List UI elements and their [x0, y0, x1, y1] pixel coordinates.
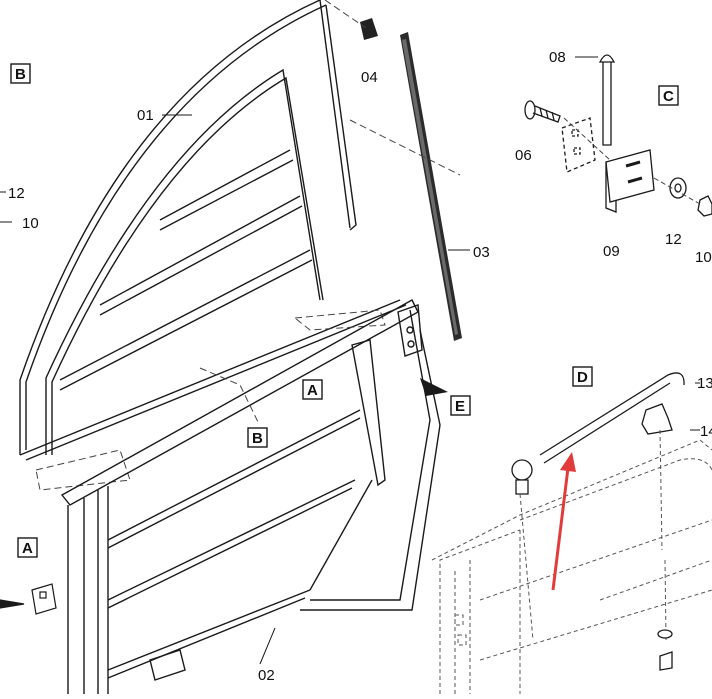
view-e-box: E	[450, 395, 471, 416]
detail-d-support-rod	[431, 372, 712, 694]
label-part-04: 04	[361, 69, 378, 86]
rubber-pad	[360, 18, 378, 40]
label-part-12-right: 12	[665, 231, 682, 248]
alignment-lines-upper	[35, 0, 461, 491]
leader-lines	[0, 56, 700, 665]
detail-c-hinge	[524, 54, 712, 217]
label-part-02: 02	[258, 667, 275, 684]
svg-text:E: E	[455, 398, 465, 415]
red-indicator-arrow	[551, 452, 576, 591]
view-e-arrow	[420, 378, 448, 396]
svg-text:B: B	[252, 430, 263, 447]
view-a-box-left: A	[17, 537, 38, 558]
label-part-03: 03	[473, 244, 490, 261]
label-part-12-left: 12	[8, 185, 25, 202]
svg-text:C: C	[663, 88, 674, 105]
view-a-box-mid: A	[302, 379, 323, 400]
label-part-09: 09	[603, 243, 620, 260]
label-part-06: 06	[515, 147, 532, 164]
label-part-10-right: 10	[695, 249, 712, 266]
svg-text:A: A	[22, 540, 33, 557]
label-part-01: 01	[137, 107, 154, 124]
view-c-box: C	[658, 85, 679, 106]
view-b-box-top: B	[10, 63, 31, 84]
label-part-08: 08	[549, 49, 566, 66]
label-part-10-left: 10	[22, 215, 39, 232]
label-part-13: 13	[697, 375, 712, 392]
detail-view-labels: B B C D A A E	[10, 63, 679, 558]
view-b-box-mid: B	[247, 427, 268, 448]
upper-door-panel	[19, 0, 407, 461]
svg-text:A: A	[307, 382, 318, 399]
svg-text:D: D	[577, 369, 588, 386]
lower-door-frame	[60, 299, 441, 694]
hinge-bracket-left	[0, 583, 57, 615]
seal-strip	[400, 32, 462, 341]
part-labels: 01 02 03 04 06 08 09 10 10 12 12 13 14	[8, 49, 712, 684]
svg-text:B: B	[15, 66, 26, 83]
view-d-box: D	[572, 366, 593, 387]
label-part-14: 14	[700, 423, 712, 440]
